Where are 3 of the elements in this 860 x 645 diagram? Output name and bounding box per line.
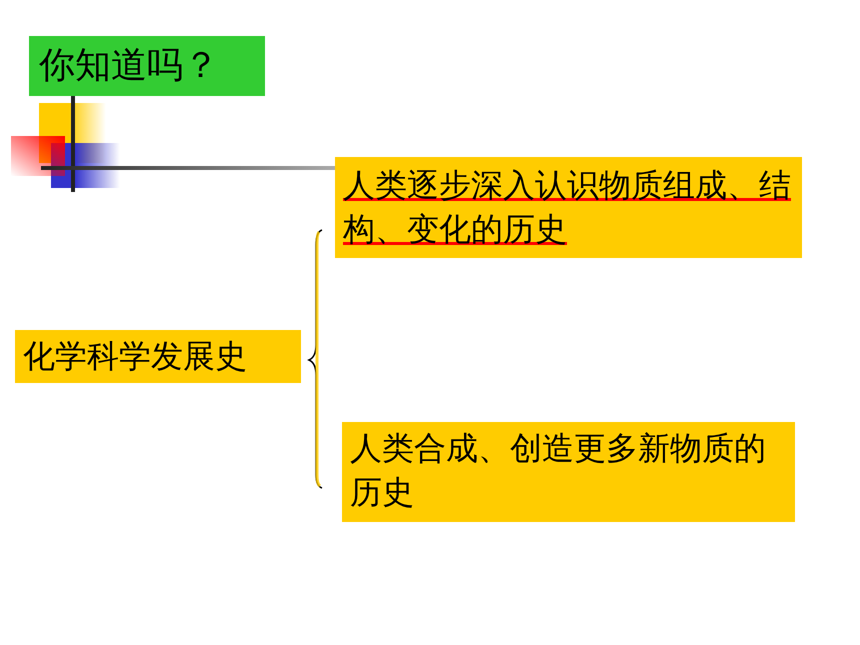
branch-box: 人类合成、创造更多新物质的历史 bbox=[342, 422, 795, 522]
branch-box: 人类逐步深入认识物质组成、结构、变化的历史 bbox=[335, 157, 802, 258]
title-banner: 你知道吗？ bbox=[29, 36, 265, 96]
